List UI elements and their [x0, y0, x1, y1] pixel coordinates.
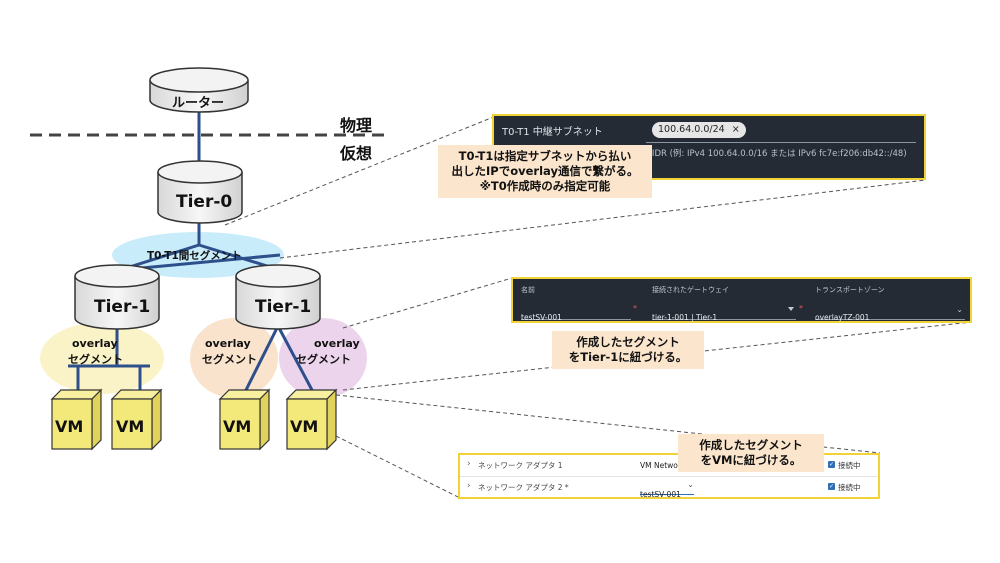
vm-box-4: [285, 388, 338, 451]
tier1-left-label: Tier-1: [94, 297, 151, 317]
virtual-label: 仮想: [340, 144, 373, 163]
close-icon[interactable]: ×: [731, 124, 740, 135]
tier1-left-cylinder: [74, 264, 160, 330]
t0t1-note: T0-T1は指定サブネットから払い 出したIPでoverlay通信で繋がる。 ※…: [438, 145, 652, 198]
transit-subnet-underline: [646, 142, 916, 143]
vm-box-1: [50, 388, 103, 451]
segment-gateway-note: 作成したセグメント をTier-1に紐づける。: [552, 331, 704, 369]
segment-vm-note-line-2: をVMに紐づける。: [700, 453, 802, 467]
segment-vm-note: 作成したセグメント をVMに紐づける。: [678, 434, 824, 472]
vm-label-2: VM: [116, 417, 145, 436]
vm-box-2: [110, 388, 163, 451]
t0t1-segment-label: T0-T1間セグメント: [147, 250, 242, 262]
transit-subnet-label: T0-T1 中継サブネット: [502, 127, 603, 138]
t0t1-note-line-2: 出したIPでoverlay通信で繋がる。: [451, 164, 639, 178]
vm-label-1: VM: [55, 417, 84, 436]
adapter-1-status: 接続中: [838, 461, 861, 470]
segment-name-field[interactable]: testSV-001: [521, 305, 631, 322]
overlay-right-label-2: セグメント: [296, 353, 351, 366]
vm-label-4: VM: [290, 417, 319, 436]
chevron-down-icon: ⌄: [687, 480, 694, 489]
adapter-2-status: 接続中: [838, 483, 861, 492]
transit-subnet-hint: CIDR (例: IPv4 100.64.0.0/16 または IPv6 fc7…: [646, 149, 907, 159]
overlay-left-label-2: セグメント: [68, 353, 123, 366]
overlay-right-label-1: overlay: [314, 337, 360, 350]
overlay-left-highlight: [40, 322, 164, 394]
overlay-mid-highlight: [190, 318, 278, 398]
adapter-1-label: ネットワーク アダプタ 1: [478, 461, 563, 470]
segment-gateway-select[interactable]: tier-1-001 | Tier-1: [652, 305, 796, 322]
tier1-right-cylinder: [235, 264, 321, 330]
adapter-row-2: › ネットワーク アダプタ 2 * testSV-001 ⌄ ✓ 接続中: [460, 477, 878, 499]
chevron-right-icon[interactable]: ›: [467, 459, 471, 469]
overlay-mid-label-2: セグメント: [202, 353, 257, 366]
segment-header-gateway: 接続されたゲートウェイ: [652, 286, 729, 294]
adapter-2-connected-checkbox[interactable]: ✓: [828, 483, 835, 490]
vm-box-3: [218, 388, 271, 451]
t0t1-note-line-1: T0-T1は指定サブネットから払い: [458, 149, 632, 163]
segment-gateway-value: tier-1-001 | Tier-1: [652, 313, 718, 322]
dropdown-arrow-icon: [788, 307, 794, 311]
segment-gateway-note-line-2: をTier-1に紐づける。: [568, 350, 688, 364]
adapter-1-network[interactable]: VM Network: [640, 461, 686, 470]
tier1-right-label: Tier-1: [255, 297, 312, 317]
chevron-down-icon: ⌄: [956, 305, 963, 314]
segment-name-value: testSV-001: [521, 313, 562, 322]
adapter-1-connected-checkbox[interactable]: ✓: [828, 461, 835, 468]
chevron-right-icon[interactable]: ›: [467, 481, 471, 491]
router-label: ルーター: [172, 96, 225, 111]
adapter-2-label: ネットワーク アダプタ 2 *: [478, 483, 569, 492]
tier0-label: Tier-0: [176, 192, 233, 212]
vm-adapter-panel: › ネットワーク アダプタ 1 VM Network ✓ 接続中 › ネットワー…: [458, 453, 880, 499]
overlay-right-highlight: [279, 318, 367, 398]
physical-label: 物理: [340, 116, 373, 135]
segment-vm-note-line-1: 作成したセグメント: [699, 438, 803, 452]
router-cylinder: [149, 67, 249, 113]
adapter-row-1: › ネットワーク アダプタ 1 VM Network ✓ 接続中: [460, 455, 878, 477]
segment-header-transport: トランスポートゾーン: [815, 286, 885, 294]
overlay-mid-label-1: overlay: [205, 337, 251, 350]
t0t1-note-line-3: ※T0作成時のみ指定可能: [479, 179, 611, 193]
segment-header-name: 名前: [521, 286, 535, 294]
transit-subnet-chip[interactable]: 100.64.0.0/24 ×: [652, 122, 746, 138]
tier0-cylinder: [157, 160, 243, 224]
segment-transport-value: overlayTZ-001: [815, 313, 870, 322]
segment-gateway-panel: 名前 接続されたゲートウェイ トランスポートゾーン testSV-001 * t…: [511, 277, 972, 323]
overlay-left-label-1: overlay: [72, 337, 118, 350]
vm-boxes: [50, 388, 338, 451]
segment-gateway-note-line-1: 作成したセグメント: [576, 335, 680, 349]
required-mark-gateway: *: [799, 304, 803, 313]
adapter-2-network: testSV-001: [640, 490, 681, 499]
transit-subnet-chip-value: 100.64.0.0/24: [658, 124, 725, 135]
required-mark-name: *: [633, 304, 637, 313]
adapter-2-network-select[interactable]: testSV-001 ⌄: [640, 480, 694, 499]
vm-label-3: VM: [223, 417, 252, 436]
segment-transport-select[interactable]: overlayTZ-001 ⌄: [815, 305, 965, 322]
